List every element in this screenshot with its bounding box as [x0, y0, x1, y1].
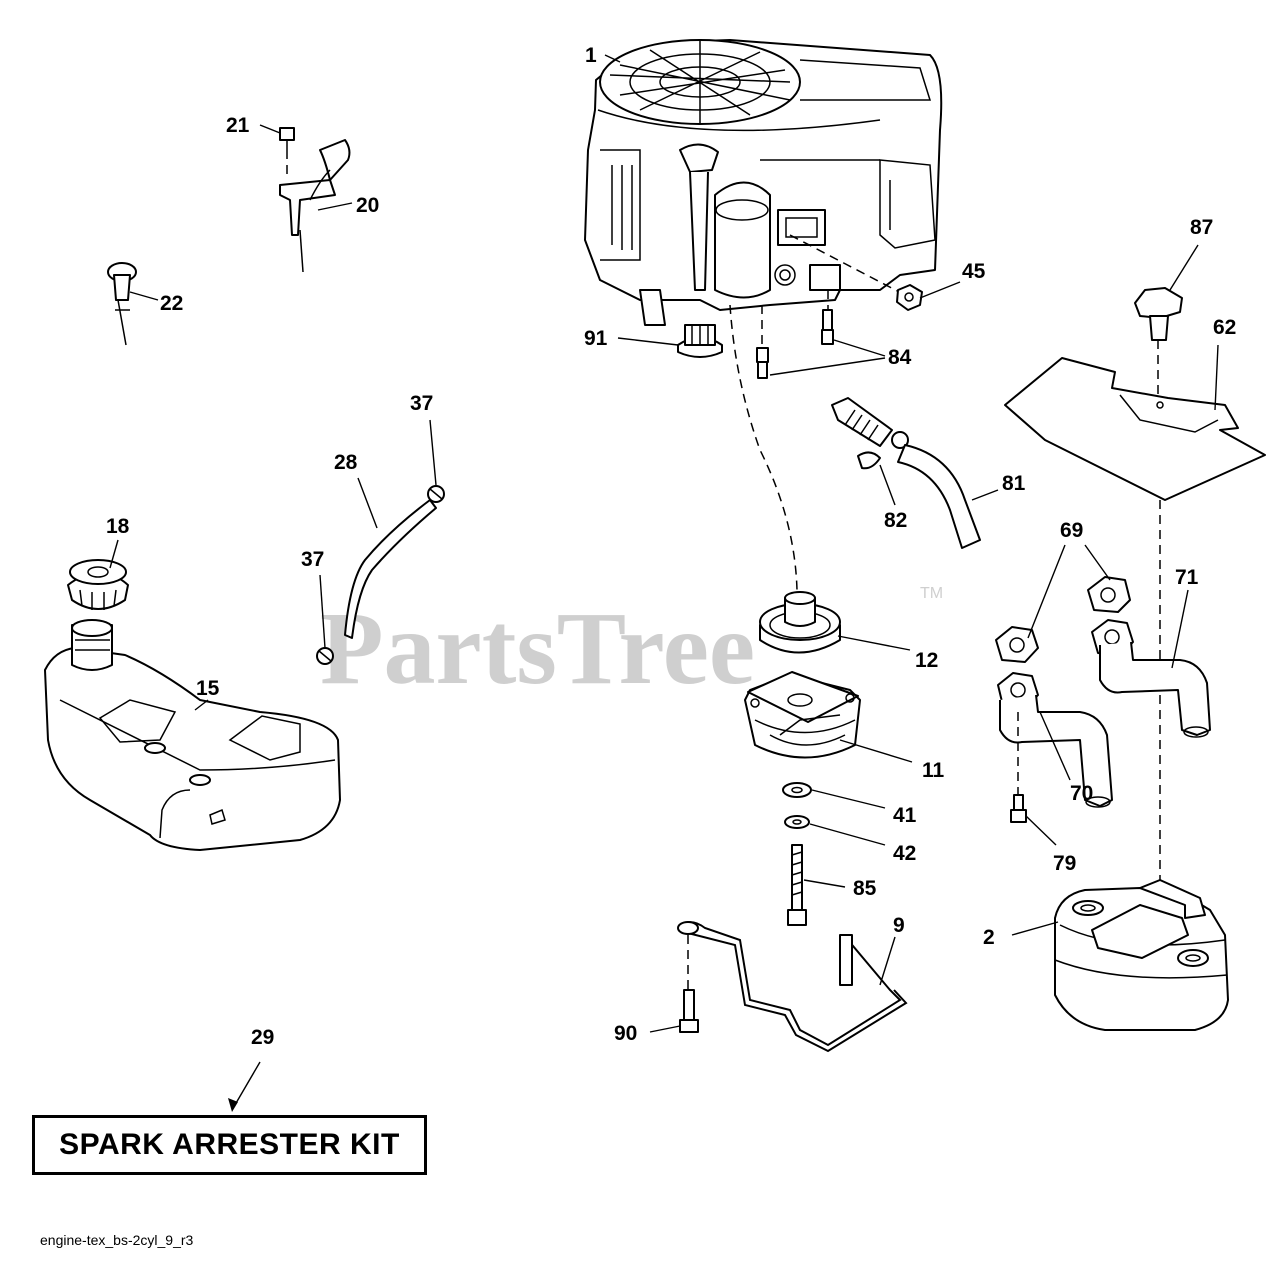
- leader-12: [837, 635, 911, 651]
- bolt-part-79: [1010, 794, 1027, 823]
- callout-37-top: 37: [410, 392, 433, 415]
- leader-18: [109, 539, 119, 569]
- engine-part: [584, 39, 943, 326]
- callout-11: 11: [922, 759, 945, 782]
- washer-part-42: [784, 815, 810, 829]
- callout-9: 9: [893, 914, 905, 937]
- diagram-code: engine-tex_bs-2cyl_9_r3: [40, 1232, 194, 1248]
- callout-87: 87: [1190, 216, 1213, 239]
- washer-part-41: [782, 782, 812, 798]
- bolt-part-87: [1134, 287, 1183, 341]
- leader-15: [194, 699, 209, 711]
- valve-part-82: [831, 397, 909, 470]
- callout-82: 82: [884, 509, 907, 532]
- exhaust-pipe-part-71: [1091, 619, 1211, 738]
- exhaust-pipe-part-70: [997, 672, 1113, 808]
- leader-21: [259, 124, 281, 134]
- callout-71: 71: [1175, 566, 1199, 589]
- leader-70: [1039, 711, 1071, 781]
- pulley-part-12: [759, 591, 841, 654]
- leader-42: [809, 823, 886, 846]
- fuel-cap-part-18: [67, 559, 129, 610]
- dashline-shaft: [729, 304, 798, 591]
- muffler-part-2: [1054, 879, 1229, 1031]
- leader-9: [879, 936, 896, 986]
- nut-part-45: [896, 284, 923, 311]
- leader-79: [1025, 815, 1057, 846]
- leader-1: [604, 54, 621, 63]
- watermark: PartsTree: [320, 591, 755, 706]
- callout-45: 45: [962, 260, 986, 283]
- fuel-line-part-28: [344, 499, 437, 639]
- callout-37-bottom: 37: [301, 548, 324, 571]
- callout-18: 18: [106, 515, 130, 538]
- callout-41: 41: [893, 804, 917, 827]
- leader-45: [919, 281, 961, 299]
- cable-bracket-part-20: [279, 139, 351, 273]
- callout-91: 91: [584, 327, 608, 350]
- fuel-tank-part-15: [44, 619, 341, 851]
- clamp-part-37-bottom: [316, 647, 334, 665]
- leader-11: [839, 739, 913, 763]
- hose-part-81: [897, 444, 981, 549]
- gasket-part-69-left: [995, 626, 1039, 663]
- bolt-part-84: [756, 309, 834, 379]
- callout-15: 15: [196, 677, 220, 700]
- leader-28: [357, 477, 378, 529]
- callout-79: 79: [1053, 852, 1076, 875]
- callout-42: 42: [893, 842, 916, 865]
- callout-81: 81: [1002, 472, 1026, 495]
- callout-29: 29: [251, 1026, 274, 1049]
- leader-2: [1011, 921, 1059, 936]
- callout-21: 21: [226, 114, 250, 137]
- leader-20: [317, 202, 353, 211]
- callout-70: 70: [1070, 782, 1093, 805]
- callout-90: 90: [614, 1022, 637, 1045]
- arrowhead-29: [228, 1098, 238, 1112]
- bushing-part-91: [677, 324, 723, 358]
- callout-84: 84: [888, 346, 912, 369]
- callout-22: 22: [160, 292, 183, 315]
- leader-71: [1171, 589, 1189, 669]
- bracket-part-9: [677, 921, 908, 1053]
- leader-37-bottom: [319, 574, 326, 649]
- leader-91: [617, 337, 679, 346]
- leader-82: [879, 464, 896, 506]
- leader-22: [129, 291, 159, 301]
- gasket-part-69-right: [1087, 576, 1131, 613]
- dashline-84: [761, 290, 829, 348]
- leader-41: [811, 789, 886, 809]
- callout-2: 2: [983, 926, 995, 949]
- callout-62: 62: [1213, 316, 1236, 339]
- leader-62: [1214, 344, 1219, 411]
- leader-87: [1169, 244, 1199, 291]
- callout-28: 28: [334, 451, 358, 474]
- dashline-45: [789, 234, 906, 296]
- leader-37-top: [429, 419, 437, 486]
- callout-69: 69: [1060, 519, 1083, 542]
- spark-arrester-kit-box: SPARK ARRESTER KIT: [32, 1115, 427, 1175]
- bolt-part-90: [679, 989, 699, 1033]
- callout-12: 12: [915, 649, 938, 672]
- callout-85: 85: [853, 877, 877, 900]
- callout-1: 1: [585, 44, 597, 67]
- clutch-part-11: [744, 671, 861, 759]
- leader-69: [1027, 544, 1111, 639]
- clamp-part-37-top: [427, 485, 445, 503]
- leader-90: [649, 1025, 681, 1033]
- callout-20: 20: [356, 194, 379, 217]
- shield-part-62: [1004, 357, 1266, 501]
- leader-81: [971, 489, 999, 501]
- leader-84: [769, 339, 886, 376]
- leader-85: [803, 879, 846, 888]
- bolt-part-21: [279, 127, 295, 150]
- spark-arrester-kit-label: SPARK ARRESTER KIT: [59, 1128, 400, 1161]
- bolt-part-85: [787, 844, 807, 926]
- watermark-trademark: TM: [920, 585, 943, 602]
- knob-part-22: [107, 262, 137, 346]
